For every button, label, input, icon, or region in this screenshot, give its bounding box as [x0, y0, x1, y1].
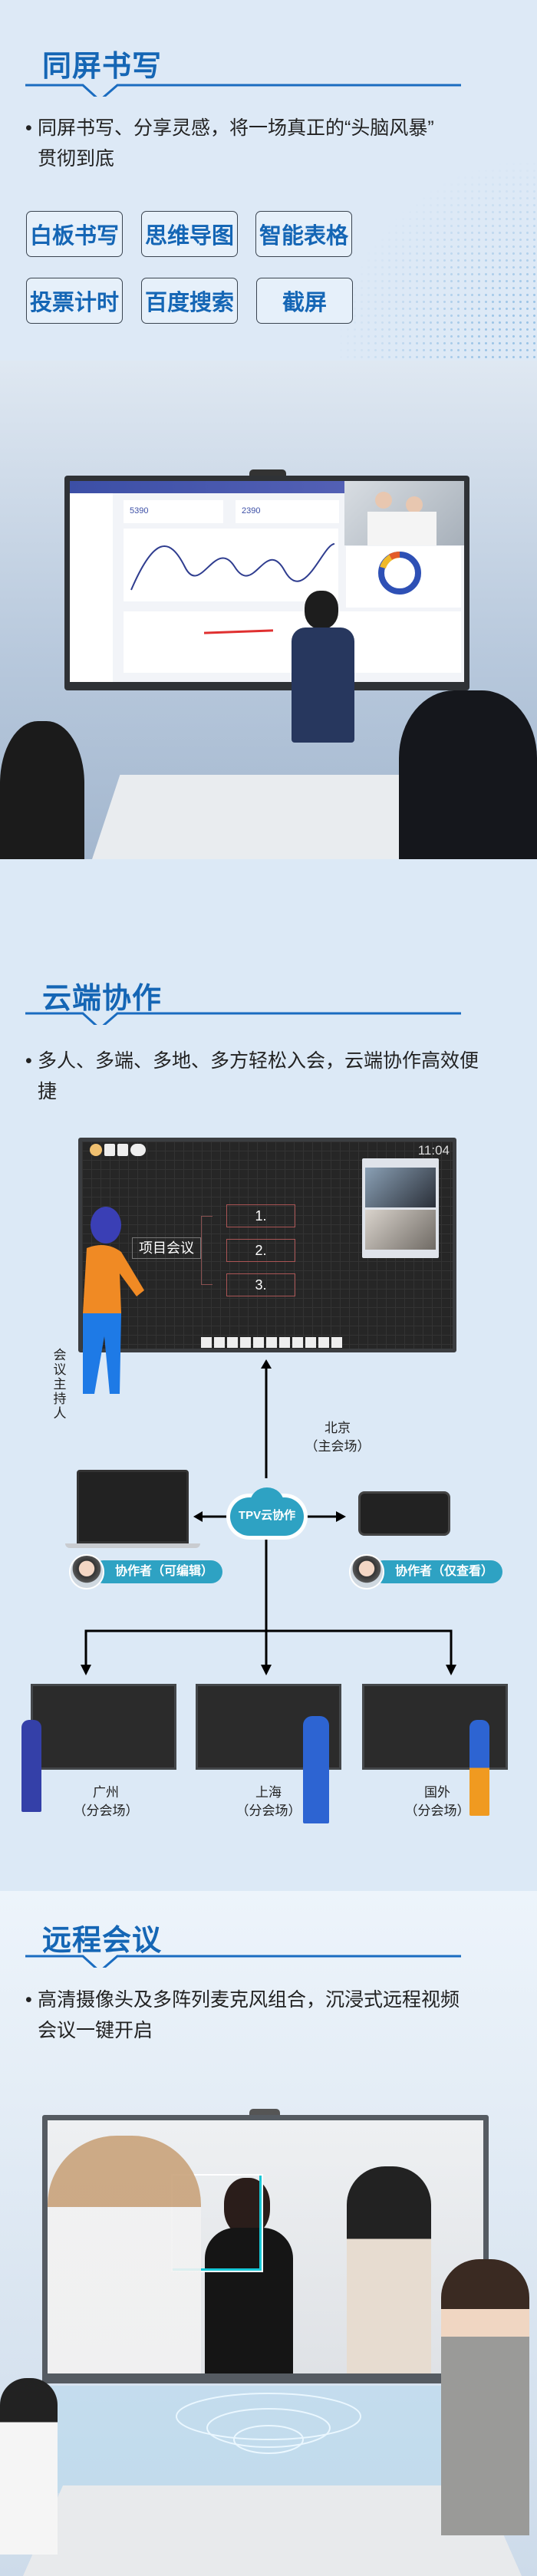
- description-line: 贯彻到底: [38, 148, 115, 170]
- branch-city: 国外: [424, 1785, 450, 1800]
- attendee-left: [0, 721, 84, 859]
- collaborator-edit-badge: 协作者（可编辑）: [92, 1560, 223, 1583]
- section-title: 云端协作: [42, 983, 163, 1015]
- camera: [249, 2109, 280, 2116]
- presenter: [288, 591, 361, 775]
- participant-figure: [303, 1716, 329, 1823]
- section-remote-meeting: 远程会议 高清摄像头及多阵列麦克风组合，沉浸式远程视频 会议一键开启: [0, 1891, 537, 2576]
- clock: 11:04: [417, 1143, 450, 1158]
- attendee-right: [399, 690, 537, 859]
- mindmap-connector: [201, 1216, 212, 1285]
- section-title: 同屏书写: [42, 51, 163, 83]
- feature-tag-whiteboard: 白板书写: [26, 211, 123, 257]
- host-illustration: [83, 1207, 144, 1394]
- branch-role: （分会场）: [404, 1804, 470, 1818]
- conference-table: [92, 775, 441, 859]
- stat-card: 2390: [236, 500, 339, 523]
- collaborator-avatar: [69, 1554, 104, 1589]
- title-underline: [25, 84, 461, 97]
- donut-chart: [346, 546, 461, 608]
- description-line: 会议一键开启: [38, 2020, 153, 2041]
- foreground-person: [48, 2136, 201, 2373]
- cloud-icon-top: [250, 1487, 284, 1518]
- meeting-room-photo: 5390 2390: [0, 361, 537, 907]
- wave-chart: [124, 529, 338, 601]
- dashboard-header: [70, 481, 346, 493]
- host-label: 会议主持人: [53, 1348, 67, 1421]
- local-attendee-left: [0, 2378, 58, 2555]
- feature-description: 高清摄像头及多阵列麦克风组合，沉浸式远程视频 会议一键开启: [25, 1985, 486, 2046]
- collaborator-view-badge: 协作者（仅查看）: [372, 1560, 503, 1583]
- stat-card: 5390: [124, 500, 223, 523]
- main-venue-role: （主会场）: [305, 1439, 371, 1454]
- description-line: 高清摄像头及多阵列麦克风组合，沉浸式远程视频: [38, 1989, 460, 2011]
- feature-tag-vote-timer: 投票计时: [26, 278, 123, 324]
- collaborator-avatar: [349, 1554, 384, 1589]
- local-attendee-right: [441, 2259, 529, 2535]
- branch-role: （分会场）: [236, 1804, 301, 1818]
- mindmap-item[interactable]: 2.: [226, 1239, 295, 1262]
- dot-pattern-decoration: [338, 153, 537, 361]
- photo-bottom-band: [0, 859, 537, 907]
- laptop-device: [77, 1470, 189, 1543]
- branch-city: 上海: [255, 1785, 282, 1800]
- user-avatar[interactable]: [90, 1144, 102, 1156]
- section-same-screen-writing: 同屏书写 同屏书写、分享灵感，将一场真正的“头脑风暴” 贯彻到底 白板书写 思维…: [0, 0, 537, 361]
- toolbar-button[interactable]: [104, 1144, 115, 1156]
- remote-participant: [205, 2228, 293, 2373]
- feature-description: 同屏书写、分享灵感，将一场真正的“头脑风暴” 贯彻到底: [25, 113, 486, 174]
- feature-tag-mindmap: 思维导图: [141, 211, 238, 257]
- branch-city: 广州: [93, 1785, 119, 1800]
- mindmap-item[interactable]: 3.: [226, 1273, 295, 1296]
- dashboard-screen: 5390 2390: [70, 481, 464, 682]
- remote-participant: [347, 2166, 431, 2373]
- phone-device: [358, 1491, 450, 1536]
- whiteboard-screen: 11:04 项目会议 1. 2. 3.: [78, 1138, 456, 1352]
- connector-arrows: [81, 1359, 456, 1675]
- video-participants-panel: [362, 1158, 439, 1258]
- cloud-label: TPV云协作: [238, 1509, 296, 1522]
- camera: [249, 469, 286, 477]
- section-title: 远程会议: [42, 1925, 163, 1957]
- branch-role: （分会场）: [73, 1804, 139, 1818]
- toolbar-button[interactable]: [130, 1144, 146, 1156]
- display-panel: [42, 2115, 489, 2383]
- mindmap-topic[interactable]: 项目会议: [132, 1237, 201, 1259]
- title-underline: [25, 1955, 461, 1968]
- dashboard-sidebar: [70, 493, 113, 682]
- title-underline: [25, 1012, 461, 1025]
- participant-figure: [469, 1720, 489, 1816]
- description-line: 同屏书写、分享灵感，将一场真正的“头脑风暴”: [38, 117, 434, 139]
- toolbar-button[interactable]: [117, 1144, 128, 1156]
- video-conference-feed: [48, 2120, 483, 2373]
- display-panel: 5390 2390: [64, 476, 469, 690]
- branch-screen-guangzhou: [31, 1684, 176, 1770]
- video-call-window: [344, 481, 464, 545]
- feature-tag-baidu-search: 百度搜索: [141, 278, 238, 324]
- toolbar-top-left: [90, 1144, 151, 1158]
- feature-description: 多人、多端、多地、多方轻松入会，云端协作高效便捷: [25, 1046, 486, 1107]
- participant-video: [365, 1210, 436, 1250]
- bottom-toolbar[interactable]: [201, 1337, 343, 1348]
- conference-table: [23, 2485, 522, 2576]
- mindmap-item[interactable]: 1.: [226, 1204, 295, 1227]
- feature-tag-screenshot: 截屏: [256, 278, 353, 324]
- participant-video: [365, 1168, 436, 1207]
- participant-figure: [21, 1720, 41, 1812]
- main-venue-city: 北京: [325, 1421, 351, 1435]
- section-cloud-collaboration: 云端协作 多人、多端、多地、多方轻松入会，云端协作高效便捷 11:04 项目会议…: [0, 907, 537, 1891]
- laptop-base: [65, 1543, 200, 1548]
- feature-tag-smart-table: 智能表格: [255, 211, 352, 257]
- microphone-array-waves: [46, 2386, 491, 2493]
